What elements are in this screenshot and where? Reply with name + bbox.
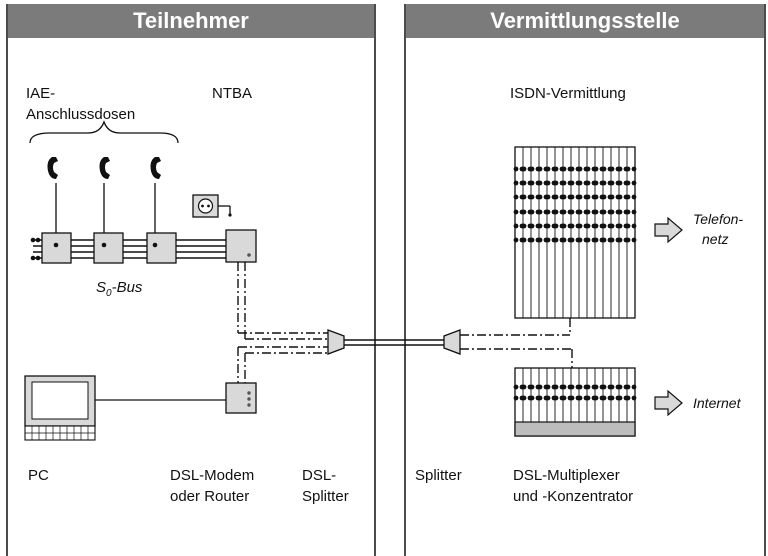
label-pc: PC: [28, 467, 49, 484]
label-dsl-splitter-line1: DSL-: [302, 467, 337, 484]
phone-icon-3: [150, 157, 161, 179]
label-telefonnetz-line1: Telefon-: [693, 211, 744, 227]
arrow-telefonnetz-icon: [654, 216, 683, 244]
label-internet: Internet: [693, 395, 741, 411]
splitter-right: [443, 329, 461, 355]
label-ntba: NTBA: [212, 85, 253, 102]
label-s0-bus: S0-Bus: [96, 279, 143, 299]
dsl-lines-exchange: [460, 318, 573, 368]
bus-terminator-icon: [30, 237, 41, 261]
label-iae-line1: IAE-: [26, 85, 56, 102]
arrow-internet-icon: [654, 389, 683, 417]
label-multiplexer-line2: und -Konzentrator: [513, 488, 634, 505]
iae-socket-3: [146, 232, 177, 264]
pc-icon: [24, 375, 96, 441]
label-isdn: ISDN-Vermittlung: [510, 85, 626, 102]
label-dsl-splitter-line2: Splitter: [302, 488, 349, 505]
label-splitter: Splitter: [415, 467, 462, 484]
power-socket-icon: [192, 194, 232, 218]
label-multiplexer-line1: DSL-Multiplexer: [513, 467, 620, 484]
label-iae-line2: Anschlussdosen: [26, 106, 136, 123]
header-vermittlungsstelle: Vermittlungsstelle: [406, 4, 764, 38]
label-modem-line1: DSL-Modem: [170, 467, 255, 484]
iae-socket-1: [41, 232, 72, 264]
dsl-lines-subscriber: [237, 262, 330, 383]
dsl-modem-icon: [225, 382, 257, 414]
iae-socket-2: [93, 232, 124, 264]
isdn-exchange-rack: [513, 146, 637, 319]
dsl-splitter-left: [327, 329, 345, 355]
ntba-box: [225, 229, 257, 263]
dsl-multiplexer-rack: [513, 367, 637, 437]
header-teilnehmer: Teilnehmer: [8, 4, 374, 38]
phone-icon-2: [99, 157, 110, 179]
label-modem-line2: oder Router: [170, 488, 250, 505]
phone-icon-1: [47, 157, 58, 179]
label-telefonnetz-line2: netz: [702, 231, 729, 247]
iae-brace: [29, 120, 179, 144]
